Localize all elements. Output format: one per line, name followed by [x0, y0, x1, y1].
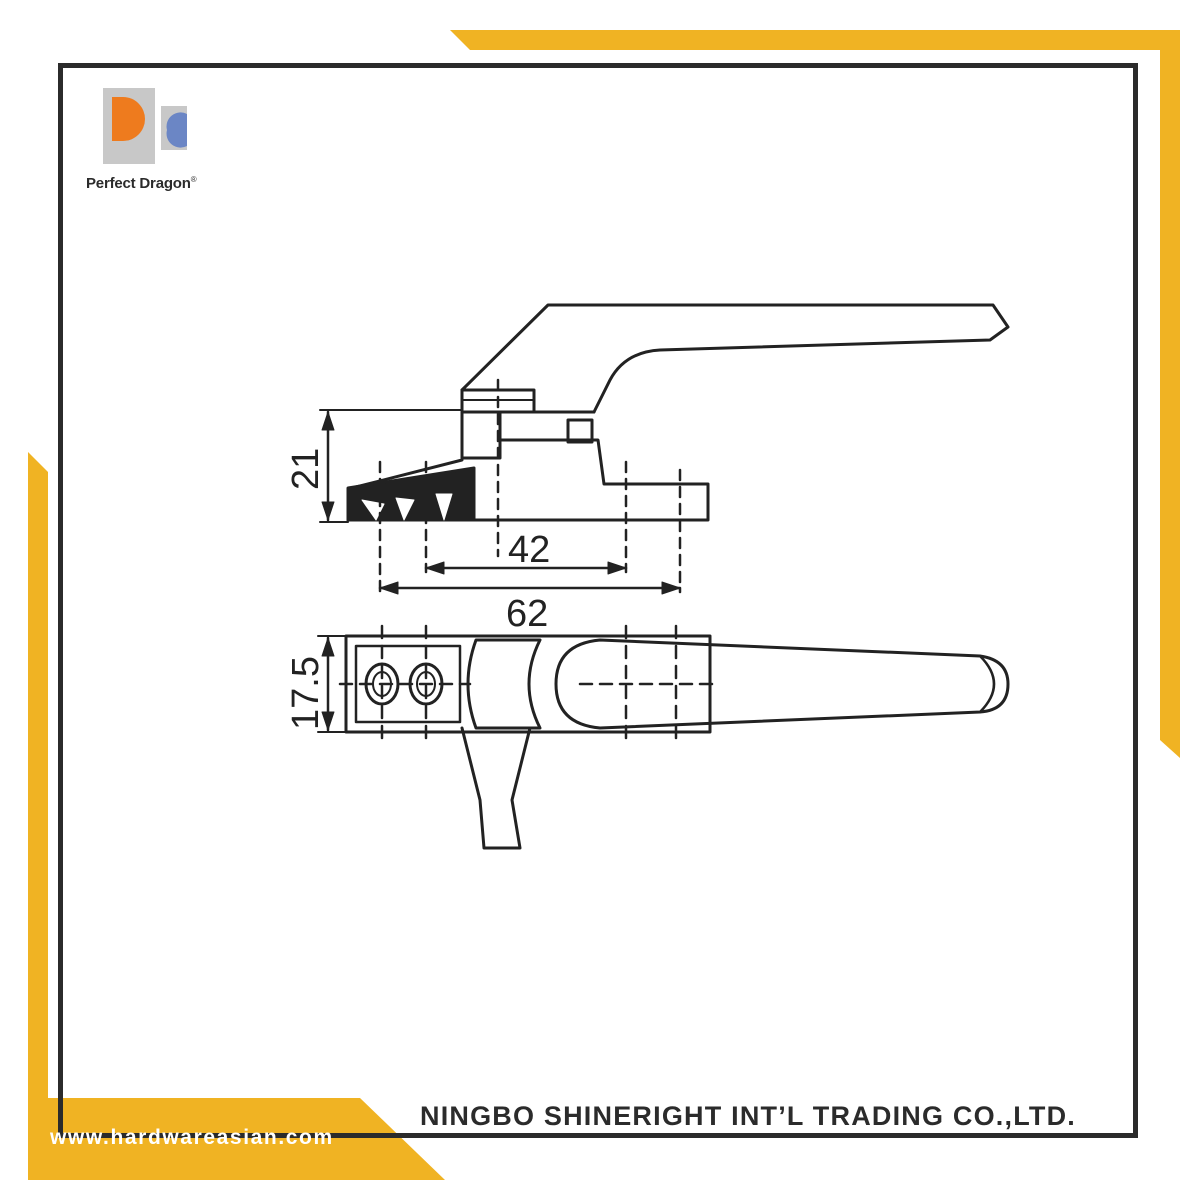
- registered-mark: ®: [190, 175, 197, 184]
- top-view-base-plate: [344, 634, 712, 734]
- brand-name: Perfect Dragon®: [86, 175, 197, 192]
- dimension-width: 17.5: [285, 656, 327, 730]
- side-view: [319, 303, 1010, 595]
- accent-bar-left: [28, 452, 48, 1100]
- dimension-height: 21: [285, 448, 327, 490]
- side-view-lever: [460, 303, 1010, 414]
- website-link[interactable]: www.hardwareasian.com: [50, 1126, 334, 1149]
- company-name: NINGBO SHINERIGHT INT’L TRADING CO.,LTD.: [420, 1101, 1076, 1131]
- side-view-section: [346, 466, 476, 522]
- top-view-tongue: [460, 726, 532, 850]
- dimension-total-length: 62: [506, 593, 548, 635]
- accent-banner-bottom-left: [28, 1098, 445, 1180]
- top-view: [317, 624, 1010, 850]
- top-view-lever: [554, 638, 1010, 730]
- brand-name-text: Perfect Dragon: [86, 175, 191, 192]
- pd-monogram-icon: [103, 88, 187, 164]
- drawing-frame: [58, 63, 1138, 1138]
- dimension-hole-spacing: 42: [508, 529, 550, 571]
